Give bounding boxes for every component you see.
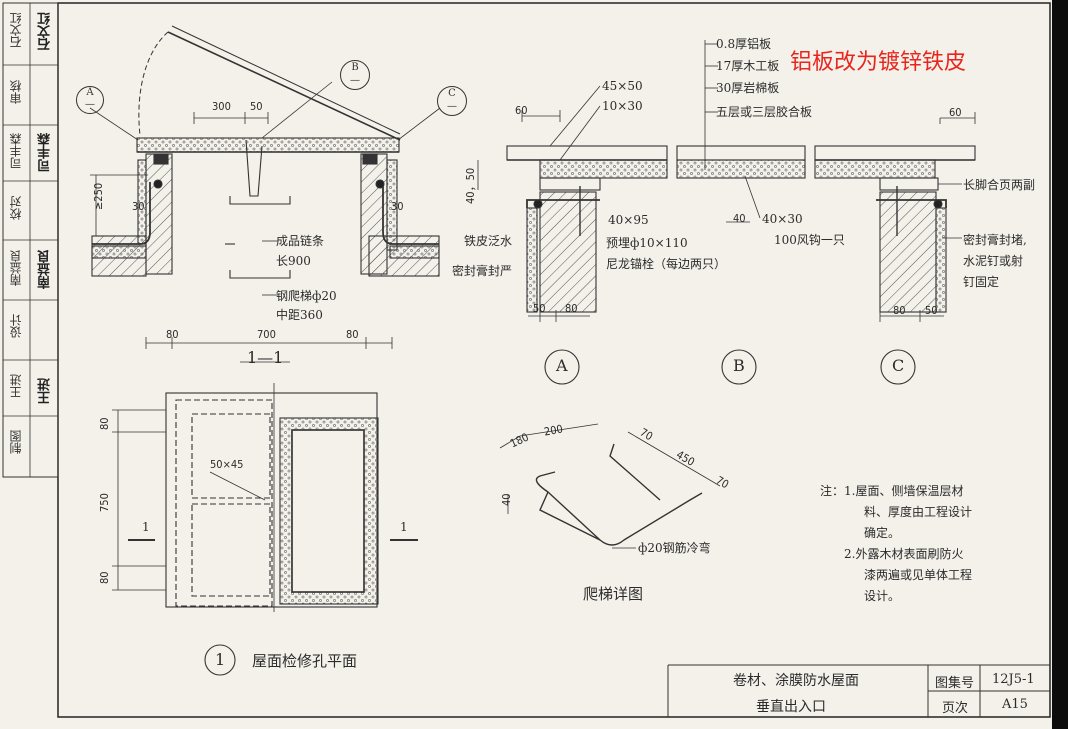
role-wangjin: 王进	[9, 374, 23, 398]
title-line-2: 垂直出入口	[756, 699, 826, 715]
layer-plywood: 五层或三层胶合板	[716, 105, 813, 119]
label-sealant-a: 密封膏封严	[452, 264, 513, 278]
detail-c-marker-circle	[880, 349, 916, 385]
marker-b-circle: B—	[340, 60, 370, 90]
label-45x50: 45×50	[602, 79, 643, 93]
page-value: A15	[1002, 697, 1028, 712]
layer-aluminum: 0.8厚铝板	[716, 37, 772, 51]
label-iron-flashing: 铁皮泛水	[464, 234, 513, 248]
layer-plywood-17: 17厚木工板	[716, 59, 780, 73]
detail-b-marker: B	[733, 356, 745, 375]
atlas-label: 图集号	[935, 676, 975, 691]
dim-plan-80-bottom: 80	[98, 571, 111, 584]
ladder-detail	[499, 423, 721, 549]
label-rebar: ф20钢筋冷弯	[638, 541, 711, 555]
signature-wangjin: 王进	[38, 378, 53, 404]
dim-700: 700	[257, 328, 276, 341]
page-label: 页次	[942, 701, 969, 716]
plan-view	[112, 383, 418, 676]
label-sealant-c3: 钉固定	[963, 275, 1000, 289]
label-chain: 成品链条	[276, 234, 325, 248]
plan-title: 屋面检修孔平面	[252, 652, 358, 670]
detail-a	[477, 85, 668, 385]
label-anchor-bolt: 预埋ф10×110	[606, 236, 688, 250]
dim-50: 50	[250, 100, 263, 113]
plan-marker-circle	[204, 644, 236, 676]
scan-edge	[1052, 0, 1068, 729]
dim-300: 300	[212, 100, 231, 113]
notes: 注：1.屋面、侧墙保温层材 料、厚度由工程设计 确定。 2.外露木材表面刷防火 …	[820, 481, 972, 607]
label-anchor-bolt-note: 尼龙锚栓（每边两只）	[606, 257, 727, 271]
label-40x30: 40×30	[762, 212, 803, 226]
role-sheji: 设计	[9, 314, 23, 338]
dim-80-right: 80	[346, 328, 359, 341]
dim-80-left: 80	[166, 328, 179, 341]
detail-b	[676, 40, 806, 385]
role-sifengsen: 司丰森	[9, 133, 23, 169]
detail-c-marker: C	[892, 356, 905, 375]
signature-shiwenhong: 石文红	[38, 12, 53, 51]
section-title: 1—1	[247, 348, 284, 367]
signature-nanyiliang: 南益良	[38, 250, 53, 289]
dim-plan-50x45: 50×45	[210, 458, 244, 471]
dim-c-60: 60	[949, 106, 962, 119]
role-zhitu: 制图	[9, 430, 23, 454]
role-nanyiliang: 南益良	[9, 250, 23, 286]
label-chain-length: 长900	[276, 254, 311, 268]
detail-a-marker-circle	[544, 349, 580, 385]
dim-a-50: 50	[533, 302, 546, 315]
detail-c	[814, 112, 976, 385]
dim-c-50: 50	[925, 304, 938, 317]
label-ladder-spacing: 中距360	[276, 308, 323, 322]
dim-plan-80-top: 80	[98, 417, 111, 430]
layer-rockwool: 30厚岩棉板	[716, 81, 780, 95]
detail-b-marker-circle	[721, 349, 757, 385]
section-1-1	[89, 25, 441, 363]
marker-a-circle: A—	[76, 86, 104, 114]
note-line-5: 漆两遍或见单体工程	[864, 568, 973, 582]
detail-a-marker: A	[556, 356, 568, 375]
dim-30-left: 30	[132, 200, 145, 213]
title-line-1: 卷材、涂膜防水屋面	[733, 673, 859, 689]
note-line-6: 设计。	[864, 589, 901, 603]
signature-sifengsen: 司丰森	[38, 133, 53, 172]
label-hinge: 长脚合页两副	[963, 178, 1036, 192]
role-jiaodui: 校对	[9, 196, 23, 220]
label-wind-hook: 100风钩一只	[774, 233, 845, 247]
atlas-value: 12J5-1	[992, 672, 1035, 687]
dim-a-40-50: 40，50	[464, 167, 477, 204]
side-block-rows	[3, 64, 58, 417]
marker-c-circle: C—	[437, 86, 467, 116]
dim-a-80: 80	[565, 302, 578, 315]
label-ladder: 钢爬梯ф20	[276, 289, 337, 303]
title-block	[667, 664, 1050, 717]
label-sealant-c1: 密封膏封堵,	[963, 233, 1027, 247]
dim-250: ≥250	[92, 182, 105, 210]
dim-ladder-40: 40	[500, 493, 513, 506]
dim-b-40: 40	[733, 212, 746, 225]
note-line-2: 料、厚度由工程设计	[864, 505, 973, 519]
note-line-1: 注：1.屋面、侧墙保温层材	[820, 484, 964, 498]
label-10x30: 10×30	[602, 99, 643, 113]
section-mark-left: 1	[142, 520, 150, 534]
ladder-title: 爬梯详图	[583, 585, 644, 603]
dim-30-right: 30	[391, 200, 404, 213]
label-sealant-c2: 水泥钉或射	[963, 254, 1024, 268]
label-40x95: 40×95	[608, 213, 649, 227]
plan-marker: 1	[215, 650, 226, 669]
note-line-4: 2.外露木材表面刷防火	[844, 547, 964, 561]
note-line-3: 确定。	[864, 526, 901, 540]
role-shenhe: 审核	[9, 80, 23, 104]
red-annotation: 铝板改为镀锌铁皮	[790, 50, 967, 75]
role-shiwenhong: 石文红	[9, 12, 23, 48]
section-mark-right: 1	[400, 520, 408, 534]
dim-plan-750: 750	[98, 493, 111, 512]
dim-a-60: 60	[515, 104, 528, 117]
dim-c-80: 80	[893, 304, 906, 317]
